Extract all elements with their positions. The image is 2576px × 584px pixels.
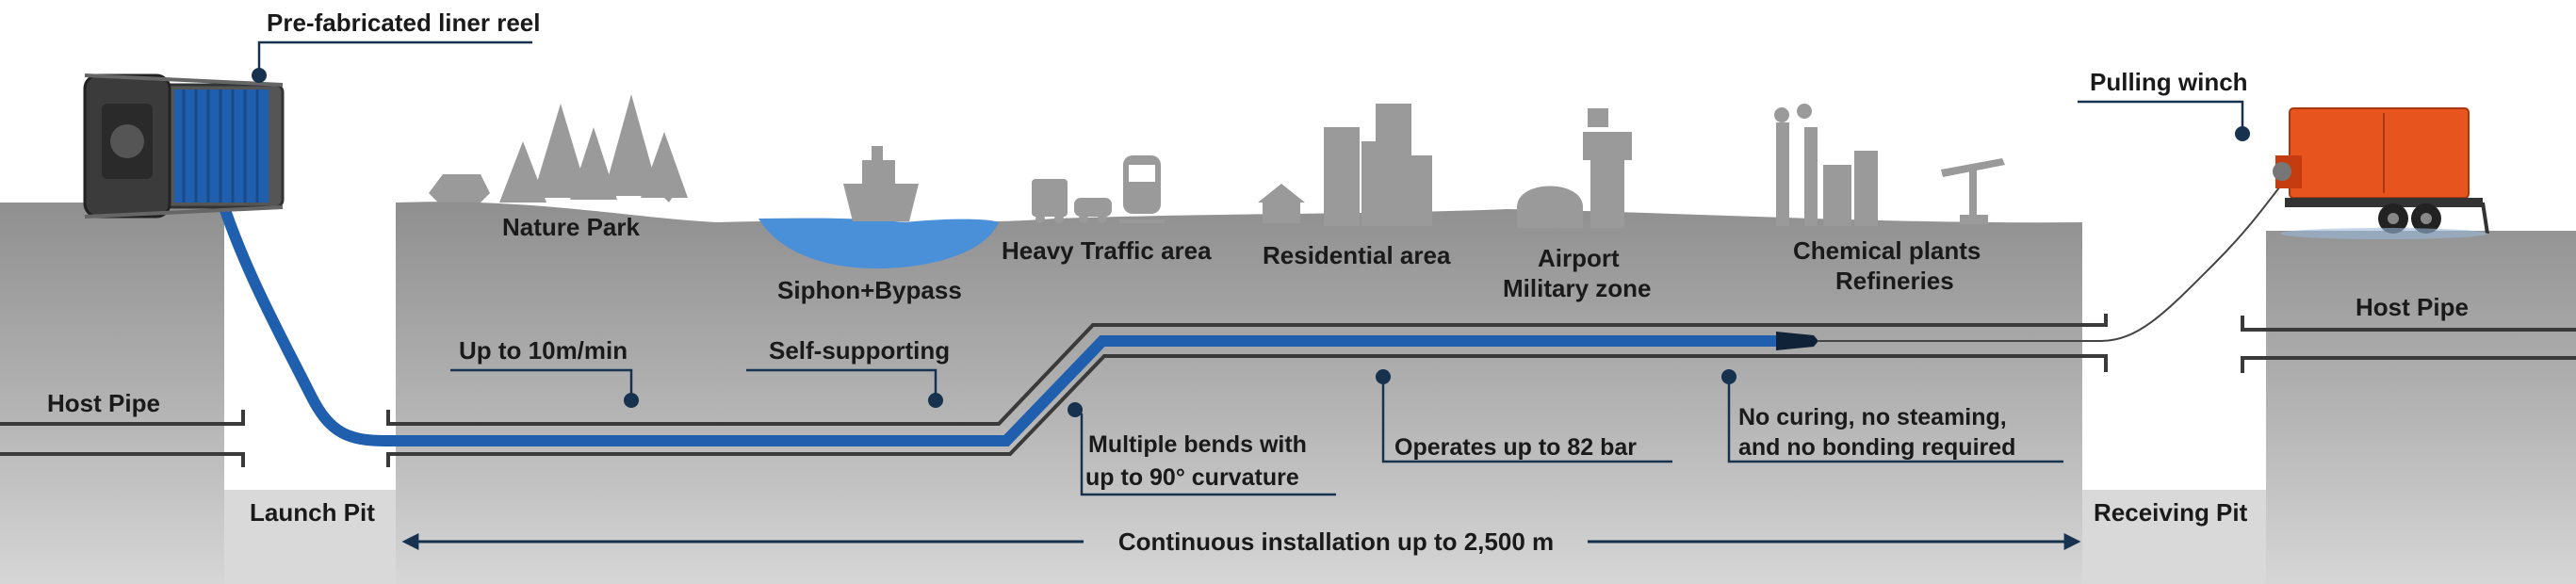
heavy-traffic-label: Heavy Traffic area: [1002, 236, 1212, 265]
callout-dots: [252, 68, 2250, 417]
chemical-plant-icon: [1774, 104, 1878, 226]
bends-label-line1: Multiple bends with: [1088, 431, 1307, 458]
winch-cable: [1818, 173, 2291, 342]
hangar-icon: [1517, 186, 1583, 228]
host-pipe-left-label: Host Pipe: [47, 389, 160, 417]
train-icon: [1119, 155, 1165, 223]
installation-label: Continuous installation up to 2,500 m: [1118, 527, 1554, 556]
nature-park-label: Nature Park: [502, 213, 640, 241]
host-pipe-left: [0, 410, 245, 467]
city-icon: [1324, 104, 1432, 226]
pulling-winch-icon: [2273, 107, 2489, 239]
liner-pipe: [211, 178, 1791, 446]
siphon-label: Siphon+Bypass: [777, 276, 962, 304]
ship-icon: [843, 146, 919, 221]
host-pipe-right-label: Host Pipe: [2356, 293, 2469, 321]
host-pipe-right: [2241, 316, 2576, 373]
launch-pit-label: Launch Pit: [250, 498, 375, 527]
reel-label: Pre-fabricated liner reel: [267, 8, 540, 37]
control-tower-icon: [1583, 108, 1632, 228]
truck-icon: [1032, 179, 1068, 223]
house-icon: [1258, 184, 1305, 223]
winch-label: Pulling winch: [2090, 68, 2248, 96]
car-icon: [1074, 198, 1112, 223]
receiving-pit-label: Receiving Pit: [2094, 498, 2248, 527]
airport-label-line2: Military zone: [1503, 274, 1651, 302]
pressure-label: Operates up to 82 bar: [1394, 434, 1637, 461]
curing-label-line2: and no bonding required: [1738, 434, 2015, 461]
chemical-label-line2: Refineries: [1835, 267, 1954, 295]
curing-label-line1: No curing, no steaming,: [1738, 404, 2007, 430]
speed-label: Up to 10m/min: [459, 336, 628, 365]
liner-reel-icon: [83, 73, 285, 219]
siphon-water: [758, 218, 999, 268]
route-host-pipe: [386, 314, 2108, 467]
bends-label-line2: up to 90° curvature: [1085, 464, 1299, 491]
residential-label: Residential area: [1263, 241, 1451, 269]
liner-pulling-head: [1776, 332, 1818, 350]
forest-icon: [429, 94, 688, 203]
oil-pump-icon: [1941, 158, 2005, 224]
airport-label-line1: Airport: [1538, 244, 1620, 272]
self-supporting-label: Self-supporting: [769, 336, 950, 365]
chemical-label-line1: Chemical plants: [1793, 236, 1981, 265]
ground: [0, 202, 2576, 584]
